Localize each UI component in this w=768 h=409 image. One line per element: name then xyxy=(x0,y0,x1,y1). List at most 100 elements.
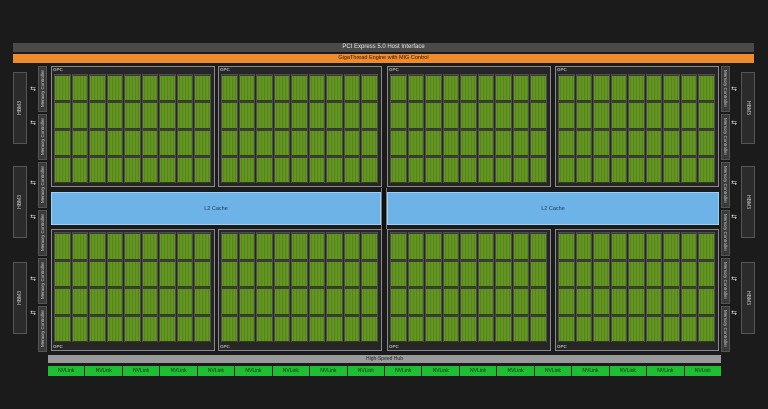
nvlink-port: NVLink xyxy=(160,366,197,376)
streaming-multiprocessor xyxy=(274,261,290,287)
streaming-multiprocessor xyxy=(559,234,574,260)
streaming-multiprocessor xyxy=(72,261,88,287)
streaming-multiprocessor xyxy=(646,130,662,156)
streaming-multiprocessor xyxy=(426,76,441,102)
streaming-multiprocessor xyxy=(531,76,546,102)
streaming-multiprocessor xyxy=(195,103,210,129)
memory-controller-label: Memory Controller xyxy=(40,70,45,108)
streaming-multiprocessor xyxy=(125,157,140,183)
streaming-multiprocessor xyxy=(222,316,237,342)
streaming-multiprocessor xyxy=(461,76,476,102)
streaming-multiprocessor xyxy=(90,261,105,287)
streaming-multiprocessor xyxy=(408,76,424,102)
streaming-multiprocessor xyxy=(55,157,70,183)
streaming-multiprocessor xyxy=(576,130,592,156)
streaming-multiprocessor xyxy=(177,261,193,287)
streaming-multiprocessor xyxy=(257,157,272,183)
hbm-label: HBM3 xyxy=(17,291,23,305)
streaming-multiprocessor xyxy=(391,289,406,315)
streaming-multiprocessor xyxy=(576,157,592,183)
streaming-multiprocessor xyxy=(72,289,88,315)
nvlink-port: NVLink xyxy=(684,366,721,376)
streaming-multiprocessor xyxy=(292,289,307,315)
nvlink-port: NVLink xyxy=(459,366,497,376)
streaming-multiprocessor xyxy=(559,103,574,129)
streaming-multiprocessor xyxy=(107,234,123,260)
bidirectional-arrow-icon: ⇆ xyxy=(731,180,737,187)
streaming-multiprocessor xyxy=(513,130,529,156)
streaming-multiprocessor xyxy=(478,234,494,260)
hbm-stack: HBM3 xyxy=(13,166,27,238)
streaming-multiprocessor xyxy=(327,157,342,183)
streaming-multiprocessor xyxy=(646,157,662,183)
streaming-multiprocessor xyxy=(142,316,158,342)
streaming-multiprocessor xyxy=(362,157,377,183)
streaming-multiprocessor xyxy=(125,316,140,342)
streaming-multiprocessor xyxy=(496,289,511,315)
streaming-multiprocessor xyxy=(646,316,662,342)
streaming-multiprocessor xyxy=(72,316,88,342)
streaming-multiprocessor xyxy=(559,316,574,342)
streaming-multiprocessor xyxy=(327,76,342,102)
nvlink-port: NVLink xyxy=(572,366,609,376)
streaming-multiprocessor xyxy=(478,130,494,156)
l2-crossbar xyxy=(381,188,387,229)
streaming-multiprocessor xyxy=(55,289,70,315)
streaming-multiprocessor xyxy=(90,289,105,315)
streaming-multiprocessor xyxy=(408,130,424,156)
streaming-multiprocessor xyxy=(292,316,307,342)
streaming-multiprocessor xyxy=(391,234,406,260)
streaming-multiprocessor xyxy=(142,261,158,287)
streaming-multiprocessor xyxy=(107,103,123,129)
streaming-multiprocessor xyxy=(699,234,714,260)
streaming-multiprocessor xyxy=(611,316,627,342)
streaming-multiprocessor xyxy=(443,316,459,342)
streaming-multiprocessor xyxy=(681,316,697,342)
streaming-multiprocessor xyxy=(55,316,70,342)
streaming-multiprocessor xyxy=(292,76,307,102)
streaming-multiprocessor xyxy=(125,234,140,260)
streaming-multiprocessor xyxy=(327,130,342,156)
streaming-multiprocessor xyxy=(629,103,644,129)
streaming-multiprocessor xyxy=(142,157,158,183)
streaming-multiprocessor xyxy=(664,289,679,315)
pcie-host-interface: PCI Express 5.0 Host Interface xyxy=(13,43,754,52)
streaming-multiprocessor xyxy=(576,234,592,260)
streaming-multiprocessor xyxy=(594,234,609,260)
streaming-multiprocessor xyxy=(344,130,360,156)
streaming-multiprocessor xyxy=(426,261,441,287)
streaming-multiprocessor xyxy=(257,103,272,129)
streaming-multiprocessor xyxy=(478,316,494,342)
nvlink-port: NVLink xyxy=(48,366,85,376)
streaming-multiprocessor xyxy=(72,130,88,156)
streaming-multiprocessor xyxy=(55,261,70,287)
streaming-multiprocessor xyxy=(426,289,441,315)
streaming-multiprocessor xyxy=(90,76,105,102)
streaming-multiprocessor xyxy=(576,289,592,315)
memory-controller-label: Memory Controller xyxy=(723,70,728,108)
streaming-multiprocessor xyxy=(292,234,307,260)
streaming-multiprocessor xyxy=(646,234,662,260)
streaming-multiprocessor xyxy=(195,234,210,260)
streaming-multiprocessor xyxy=(72,157,88,183)
memory-controller: Memory Controller xyxy=(721,162,730,208)
streaming-multiprocessor xyxy=(177,316,193,342)
streaming-multiprocessor xyxy=(309,103,325,129)
streaming-multiprocessor xyxy=(496,316,511,342)
streaming-multiprocessor xyxy=(443,289,459,315)
memory-controller: Memory Controller xyxy=(38,258,47,304)
streaming-multiprocessor xyxy=(391,130,406,156)
streaming-multiprocessor xyxy=(362,316,377,342)
streaming-multiprocessor xyxy=(559,76,574,102)
streaming-multiprocessor xyxy=(443,234,459,260)
streaming-multiprocessor xyxy=(426,157,441,183)
streaming-multiprocessor xyxy=(107,316,123,342)
streaming-multiprocessor xyxy=(142,234,158,260)
streaming-multiprocessor xyxy=(344,103,360,129)
streaming-multiprocessor xyxy=(107,76,123,102)
streaming-multiprocessor xyxy=(391,76,406,102)
memory-controller-label: Memory Controller xyxy=(723,166,728,204)
streaming-multiprocessor xyxy=(443,103,459,129)
streaming-multiprocessor xyxy=(426,234,441,260)
streaming-multiprocessor xyxy=(629,289,644,315)
